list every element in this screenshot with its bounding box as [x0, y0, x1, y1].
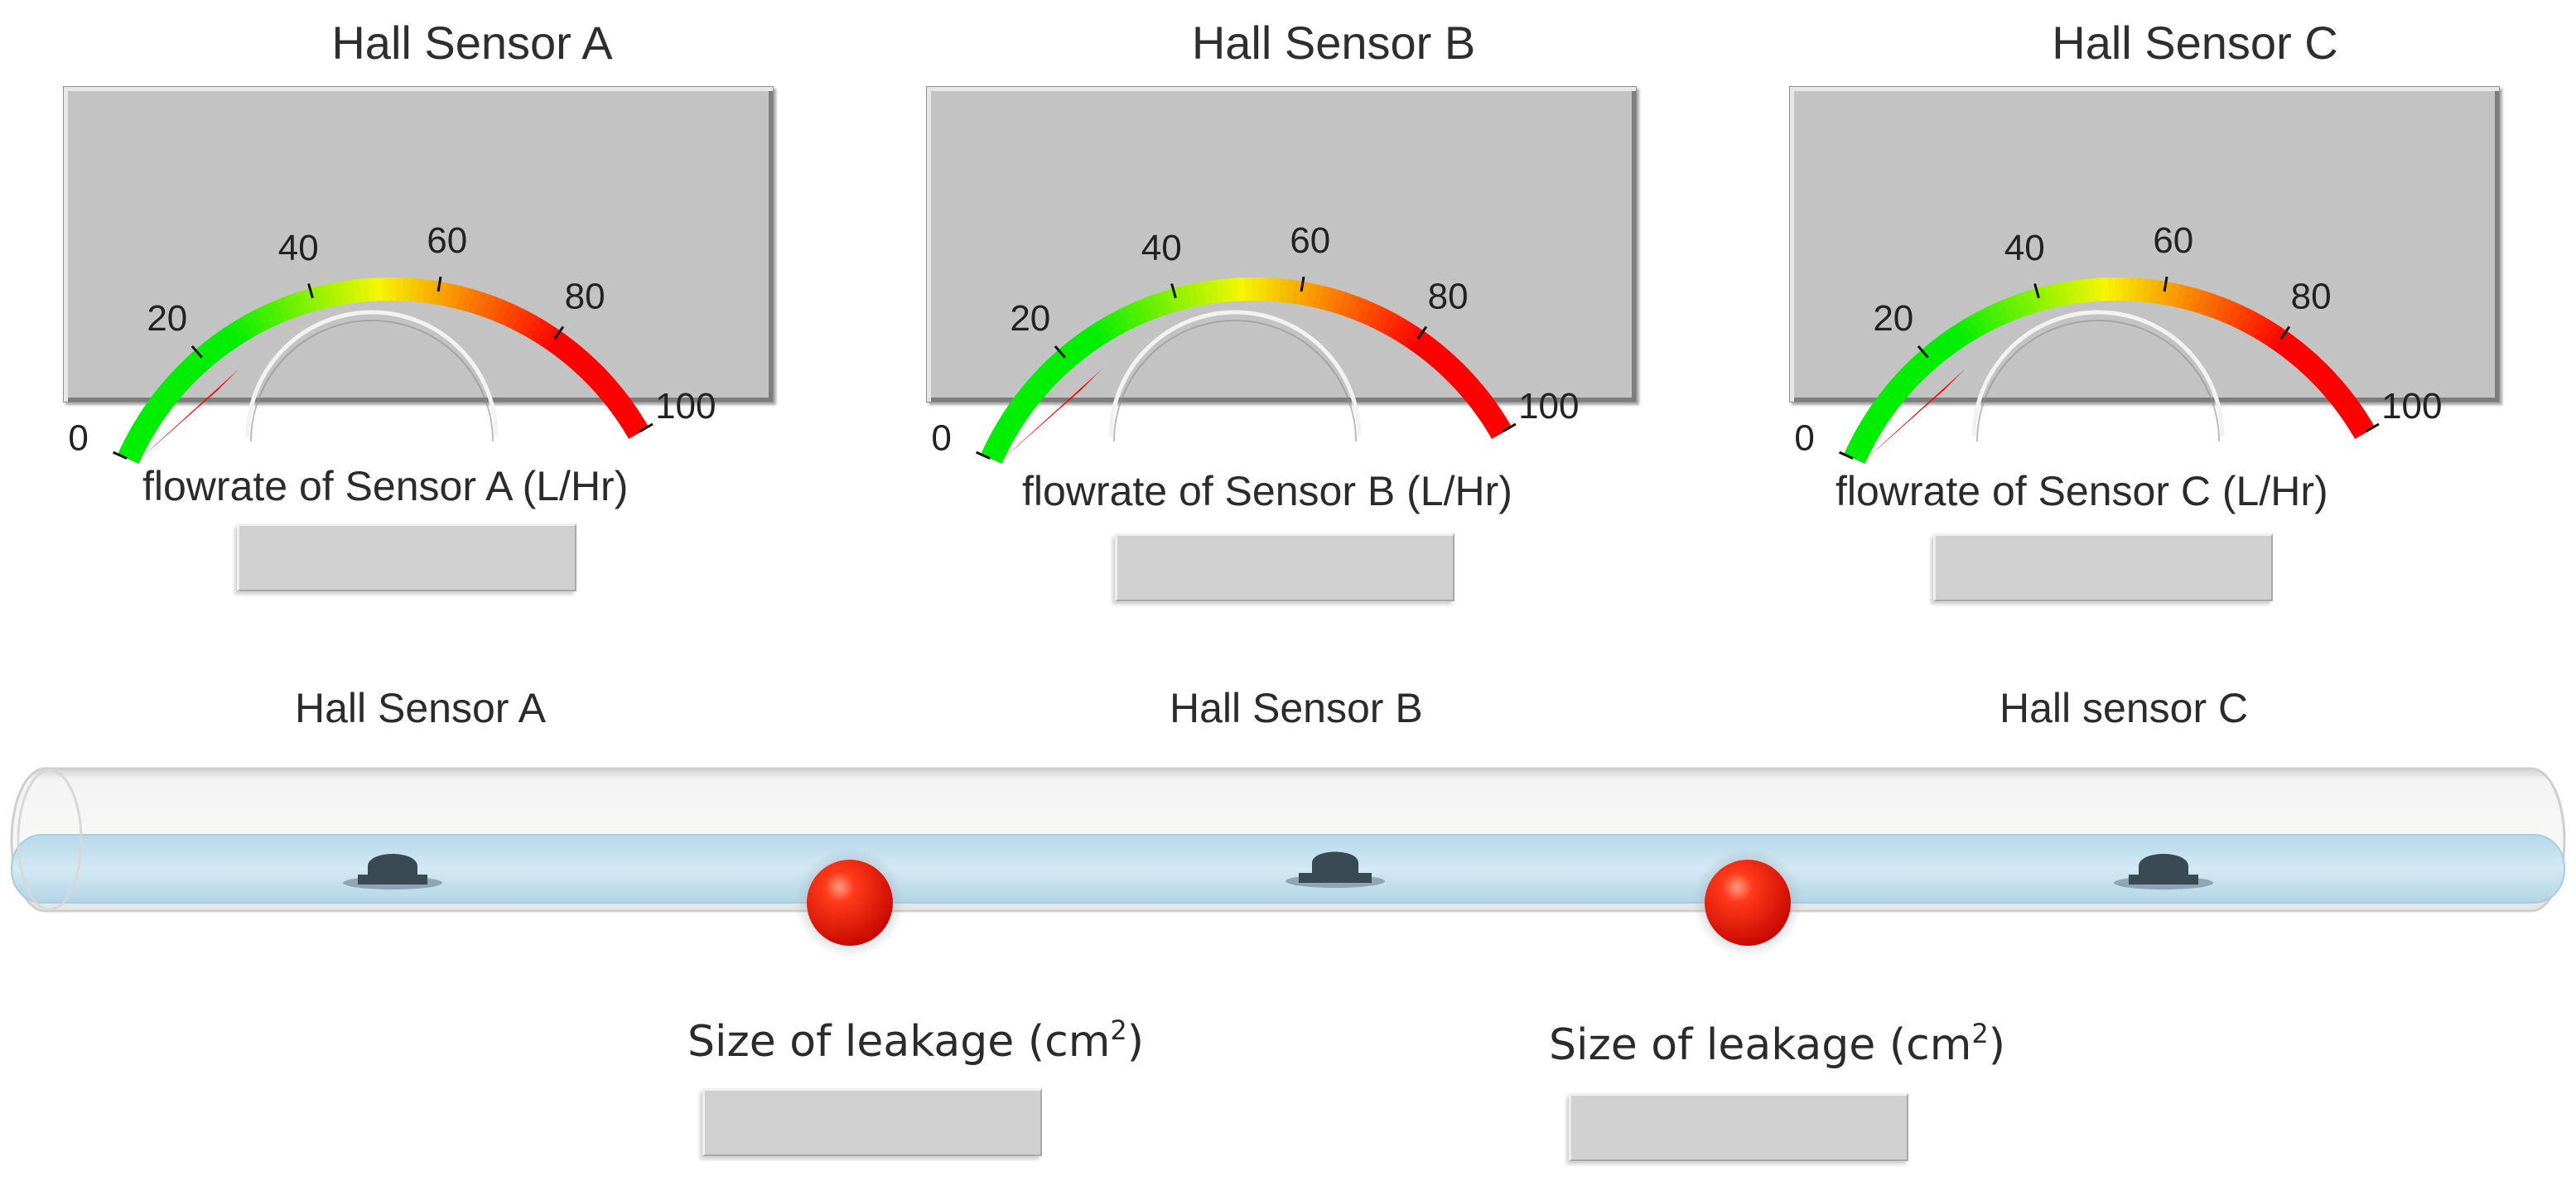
gauge-tick-label: 100 [2381, 386, 2442, 427]
hall-sensor-c-icon [2114, 854, 2213, 889]
gauge-tick-label: 40 [1141, 228, 1182, 268]
gauge-b: 0 20 40 60 80 100 [926, 86, 1637, 464]
gauge-tick-label: 0 [931, 417, 951, 458]
gauge-tick [553, 325, 565, 340]
gauge-tick [307, 283, 314, 299]
gauge-c: 0 20 40 60 80 100 [1789, 86, 2500, 464]
pipe-label-sensor-c: Hall sensor C [2000, 685, 2249, 731]
gauge-hub-arc [245, 310, 499, 437]
gauge-tick-label: 100 [1518, 386, 1579, 427]
gauge-tick [639, 422, 654, 433]
gauge-tick [1917, 345, 1929, 359]
gauge-needle [136, 369, 239, 463]
leakage-label-1: Size of leakage (cm2) [687, 1015, 1145, 1067]
gauge-tick [1502, 422, 1517, 433]
gauge-tick [2033, 283, 2040, 299]
gauge-tick-label: 20 [147, 298, 187, 339]
gauge-tick [976, 451, 991, 460]
gauge-tick [2365, 422, 2380, 433]
leakage-indicator-1[interactable] [702, 1088, 1042, 1156]
gauge-tick-label: 60 [427, 220, 467, 261]
gauge-tick [437, 276, 442, 292]
gauge-color-band [981, 277, 1512, 464]
gauge-title-a: Hall Sensor A [331, 17, 613, 69]
gauge-tick-label: 0 [68, 417, 88, 458]
gauge-tick-label: 60 [1290, 220, 1330, 261]
pipe-water [11, 834, 2565, 904]
flowrate-label-a: flowrate of Sensor A (L/Hr) [142, 463, 629, 509]
flowrate-indicator-b[interactable] [1115, 533, 1454, 601]
gauge-tick [191, 345, 203, 359]
gauge-tick-label: 20 [1010, 298, 1050, 339]
hall-sensor-b-icon [1286, 851, 1385, 888]
gauge-tick [1300, 276, 1305, 292]
gauge-tick [2279, 325, 2291, 340]
gauge-tick [1170, 283, 1177, 299]
gauge-tick-label: 0 [1794, 417, 1814, 458]
gauge-tick-label: 60 [2153, 220, 2193, 261]
leak-indicator-1 [795, 848, 904, 957]
gauge-tick-label: 20 [1873, 298, 1913, 339]
leakage-indicator-2[interactable] [1569, 1093, 1908, 1161]
gauge-tick [1839, 451, 1854, 460]
gauge-tick-label: 40 [2004, 228, 2045, 268]
flowrate-indicator-a[interactable] [237, 523, 576, 591]
gauge-title-b: Hall Sensor B [1191, 17, 1476, 69]
leak-indicator-2 [1693, 848, 1802, 957]
gauge-tick-label: 80 [565, 277, 605, 317]
gauge-tick [1054, 345, 1066, 359]
gauge-title-c: Hall Sensor C [2052, 17, 2338, 69]
gauge-tick-label: 80 [2291, 277, 2332, 317]
pipe [10, 767, 2566, 957]
flowrate-indicator-c[interactable] [1933, 533, 2273, 601]
gauge-tick [2163, 276, 2168, 292]
gauge-tick-label: 100 [655, 386, 716, 427]
gauge-tick [113, 451, 128, 460]
pipe-label-sensor-b: Hall Sensor B [1170, 685, 1423, 731]
gauge-hub-arc [1971, 310, 2225, 437]
gauge-color-band [118, 277, 649, 464]
hall-sensor-a-icon [343, 854, 442, 889]
gauge-tick [1416, 325, 1428, 340]
leakage-label-2: Size of leakage (cm2) [1549, 1018, 2006, 1070]
gauge-a: 0 20 40 60 80 100 [63, 86, 774, 464]
gauge-tick-label: 80 [1428, 277, 1469, 317]
flowrate-label-b: flowrate of Sensor B (L/Hr) [1022, 468, 1512, 514]
pipe-label-sensor-a: Hall Sensor A [295, 685, 546, 731]
flowrate-label-c: flowrate of Sensor C (L/Hr) [1836, 468, 2328, 514]
gauge-color-band [1844, 277, 2376, 464]
gauge-hub-arc [1108, 310, 1362, 437]
gauge-needle [1862, 369, 1966, 463]
pipe-left-cap [17, 769, 83, 911]
gauge-tick-label: 40 [278, 228, 319, 268]
